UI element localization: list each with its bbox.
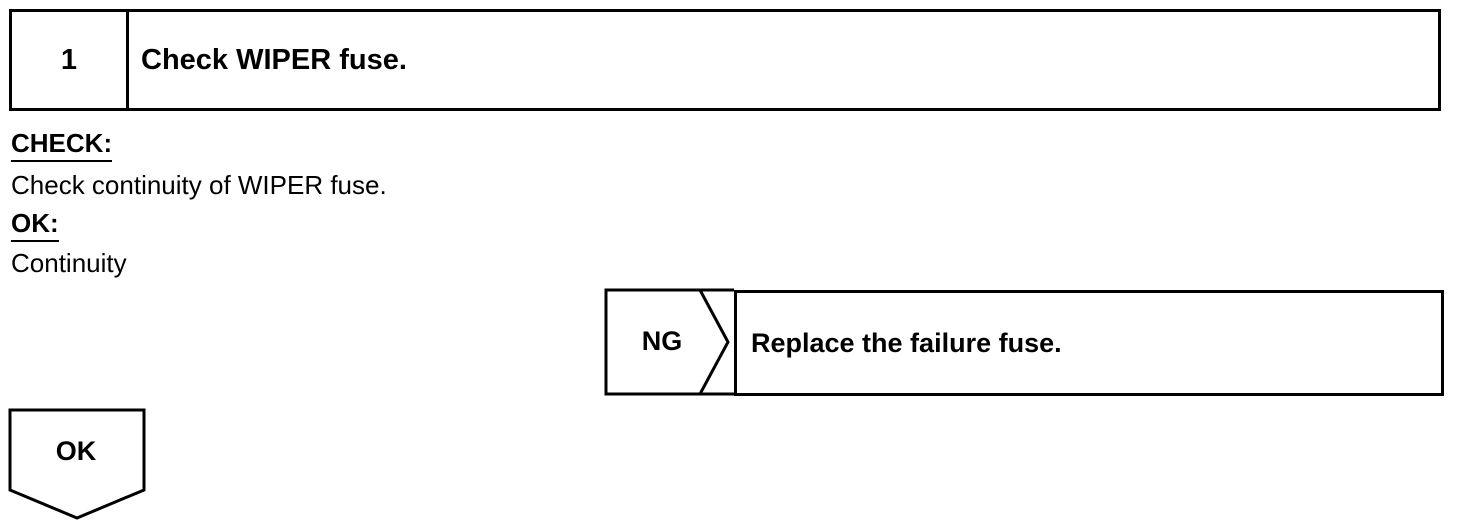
step-title: Check WIPER fuse. (141, 43, 407, 76)
ng-arrow-shape (604, 288, 734, 396)
ng-label: NG (641, 326, 683, 356)
check-label: CHECK: (11, 128, 113, 162)
ok-criteria-label: OK: (11, 208, 59, 242)
check-text: Check continuity of WIPER fuse. (11, 170, 387, 200)
ok-criteria-text: Continuity (11, 248, 127, 278)
step-number: 1 (12, 12, 129, 108)
step-header: 1 Check WIPER fuse. (9, 9, 1441, 111)
ok-down-arrow-shape (8, 408, 146, 520)
ng-action-box: Replace the failure fuse. (734, 290, 1444, 396)
ok-branch-label: OK (55, 436, 97, 466)
